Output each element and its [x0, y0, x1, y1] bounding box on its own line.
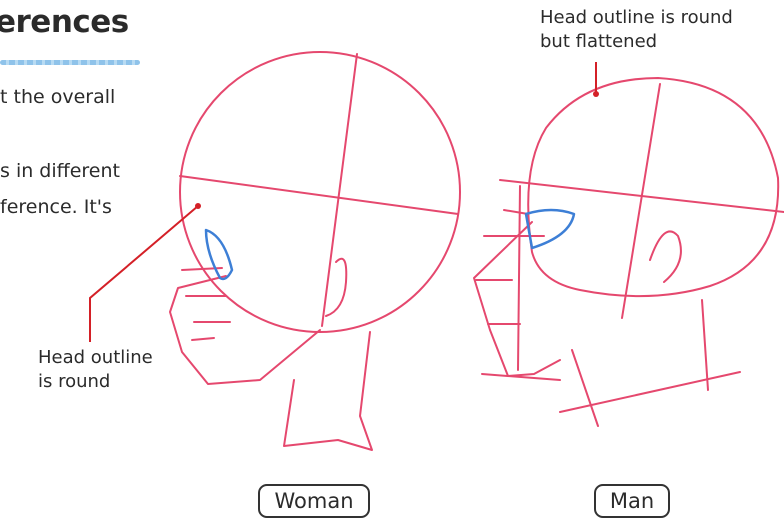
- woman-callout: Head outline is round: [38, 346, 153, 394]
- woman-vertical-guide: [322, 54, 357, 326]
- man-callout-line-1: Head outline is round: [540, 6, 733, 30]
- man-vertical-guide: [622, 84, 660, 318]
- man-ear: [650, 231, 681, 282]
- woman-callout-line-2: is round: [38, 370, 153, 394]
- woman-head-sketch: [170, 52, 460, 450]
- woman-horizontal-guide: [180, 176, 458, 214]
- man-neck-back: [702, 300, 708, 390]
- woman-label: Woman: [258, 484, 370, 518]
- man-callout: Head outline is round but flattened: [540, 6, 733, 54]
- woman-cranium-circle: [180, 52, 460, 332]
- man-head-sketch: [474, 78, 784, 426]
- woman-callout-dot: [195, 203, 201, 209]
- woman-callout-leader: [90, 206, 198, 342]
- man-label: Man: [594, 484, 670, 518]
- man-callout-line-2: but flattened: [540, 30, 733, 54]
- woman-callout-line-1: Head outline: [38, 346, 153, 370]
- man-eye: [526, 210, 574, 248]
- man-neck-front: [572, 350, 598, 426]
- man-jaw: [474, 222, 560, 376]
- man-callout-dot: [593, 91, 599, 97]
- woman-eye: [206, 230, 232, 279]
